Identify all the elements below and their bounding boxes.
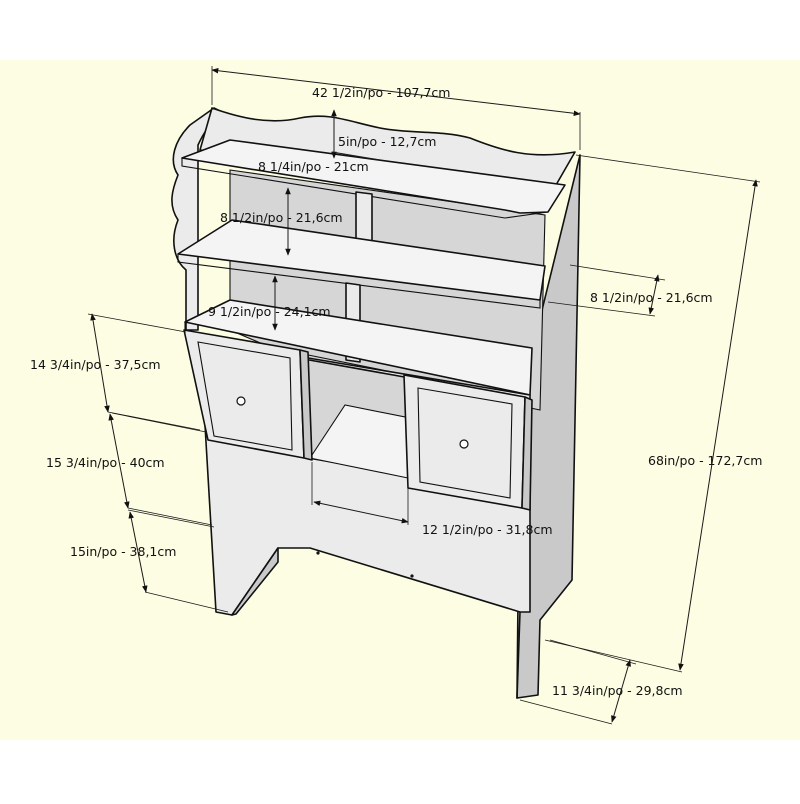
label-door-height: 14 3/4in/po - 37,5cm	[30, 357, 161, 372]
dimension-lines	[87, 66, 761, 725]
label-leg-height: 15in/po - 38,1cm	[70, 544, 176, 559]
label-overall-width: 42 1/2in/po - 107,7cm	[312, 85, 450, 100]
left-leg	[231, 547, 279, 616]
dimension-labels: 42 1/2in/po - 107,7cm 5in/po - 12,7cm 8 …	[30, 85, 762, 698]
label-leg-depth: 11 3/4in/po - 29,8cm	[552, 683, 683, 698]
label-overall-height: 68in/po - 172,7cm	[648, 453, 762, 468]
label-side-depth: 8 1/2in/po - 21,6cm	[590, 290, 713, 305]
left-door-knob	[236, 396, 246, 406]
label-upper-cubby-height: 8 1/2in/po - 21,6cm	[220, 210, 343, 225]
label-crest-height: 5in/po - 12,7cm	[338, 134, 436, 149]
label-middle-cubby-height: 9 1/2in/po - 24,1cm	[208, 304, 331, 319]
right-door	[403, 374, 533, 511]
lower-shelf	[184, 299, 533, 396]
label-center-opening-width: 12 1/2in/po - 31,8cm	[422, 522, 553, 537]
label-top-shelf-depth: 8 1/4in/po - 21cm	[258, 159, 369, 174]
middle-shelf	[177, 219, 546, 301]
right-door-knob	[459, 439, 469, 449]
label-panel-height: 15 3/4in/po - 40cm	[46, 455, 165, 470]
left-door	[183, 329, 313, 461]
